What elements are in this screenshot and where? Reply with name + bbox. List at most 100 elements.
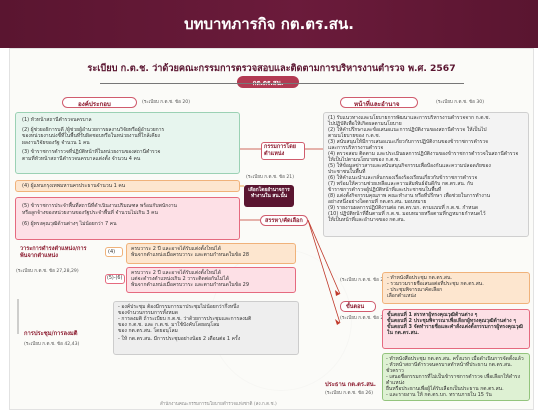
meeting-line: - การลงมติ ถ้าระเบียบ ก.ต.ช. ว่าด้วยการป…: [118, 316, 252, 322]
duty-item: ข้าราชการตำรวจผู้ปฏิบัติหน้าที่และประชาช…: [328, 187, 442, 193]
duty-item: (5) ให้ข้อมูลข่าวสารและสนับสนุนกิจกรรมเพ…: [328, 163, 491, 169]
term4-line: ครบวาระ 2 ปี และอาจได้รับแต่งตั้งใหม่ได้: [131, 246, 222, 252]
term56-line: แต่จะดำรงตำแหน่งเกิน 2 วาระติดต่อกันไม่ไ…: [131, 276, 229, 282]
composition-item: (1) หัวหน้าสถานีตำรวจนครบาล: [22, 117, 92, 123]
duty-tag: [340, 97, 418, 108]
qual-box: [382, 309, 530, 349]
term4-num: (4): [108, 249, 116, 255]
title-bar: บทบาทภารกิจ กต.ตร.สน.: [0, 0, 538, 48]
duty-item: ให้เป็นไปตามนโยบายของ ก.ต.ช.: [328, 157, 400, 163]
connector-line: [307, 219, 341, 295]
meeting-label: การประชุม/การลงมติ: [24, 331, 78, 337]
term56-num-box: [105, 274, 125, 284]
item4-text: (4) ผู้แทนกรุงเทพมหานครประธานจำนวน 1 คน: [22, 183, 126, 189]
items56-box: [15, 197, 240, 240]
meeting-line: - ให้ กต.ตร.สน. มีการประชุมอย่างน้อย 2 เ…: [118, 336, 241, 342]
duty-item: (8) แต่งตั้งกิจกรรมคุณภาพ คณะทำงาน หรือท…: [328, 193, 491, 199]
duty-ref: (ระเบียบ ก.ต.ช. ข้อ 30): [436, 100, 485, 105]
doc-footer: สำนักงานคณะกรรมการนโยบายตำรวจแห่งชาติ (ส…: [160, 402, 277, 407]
term56-line: พ้นจากตำแหน่งเมื่อครบวาระ และตามกำหนดในข…: [131, 282, 250, 288]
selection-box: [260, 215, 308, 226]
items56-item: (6) ผู้ทรงคุณวุฒิด้านต่างๆ ไม่น้อยกว่า 7…: [22, 221, 117, 228]
term56-line: ครบวาระ 2 ปี และอาจได้รับแต่งตั้งใหม่ได้: [131, 270, 222, 276]
selector-box: [244, 185, 294, 207]
duty-list: (1) รับแนวทางและนโยบายการพัฒนาและการบริห…: [328, 115, 528, 223]
chair-item: - ทำหนังสือประชุม กต.ตร.สน. ครั้งแรก เมื…: [386, 356, 524, 362]
duty-item: (9) รายงานผลการปฏิบัติงานต่อ กต.ตร.บก. ต…: [328, 205, 479, 211]
steps-ref: (ระเบียบ ก.ต.ช. ข้อ 23,24): [340, 278, 396, 283]
composition-ref: (ระเบียบ ก.ต.ช. ข้อ 20): [142, 100, 191, 105]
steps-item: เลือกตำแหน่ง: [387, 293, 417, 299]
items56-list: (5) ข้าราชการประจำพื้นที่สถานีที่ดำเนินง…: [22, 203, 237, 228]
qual-item: ขั้นตอนที่ 2 ประชุมพิจารณาเพื่อเลือกผู้ท…: [387, 318, 517, 324]
top-connector: [100, 83, 464, 84]
duty-item: และการบริหารงานตำรวจ: [328, 145, 384, 151]
arrow-head: [335, 290, 340, 296]
chair-box: [382, 353, 530, 401]
composition-box: [15, 112, 240, 174]
term4-line: พ้นจากตำแหน่งเมื่อครบวาระ และตามกำหนดในข…: [131, 252, 250, 258]
ex-officio-label: กรรมการโดยตำแหน่ง: [264, 144, 296, 157]
item4-box: [15, 180, 240, 192]
duty-item: (6) ให้คำแนะนำและกลั่นกรองเรื่องร้องเรีย…: [328, 175, 478, 181]
meeting-box: [113, 301, 299, 355]
composition-item: (2) ผู้ช่วยอธิการบดี /ผู้ช่วยผู้อำนวยการ…: [22, 126, 165, 133]
doc-tag: [237, 76, 299, 88]
chair-list: - ทำหนังสือประชุม กต.ตร.สน. ครั้งแรก เมื…: [386, 356, 528, 398]
middle-connectors: [17, 148, 341, 334]
duty-item: อย่างหนึ่งอย่างใดตามที่ กต.ตร.สน. มอบหมา…: [328, 199, 427, 205]
duty-item: (1) รับแนวทางและนโยบายการพัฒนาและการบริห…: [328, 115, 491, 121]
chair-item: ยื่นหรือประธานเพื่อผู้ได้รับเลือกเป็นประ…: [386, 386, 504, 392]
qual-item: ใน กต.ตร.สน.: [387, 330, 419, 336]
meeting-line: ของ ก.ต.ช. และ ก.ต.ช. มาใช้บังคับโดยอนุโ…: [118, 322, 220, 328]
composition-tag: [62, 97, 137, 108]
meeting-line: - องค์ประชุม ต้องมีกรรมการมาประชุมไม่น้อ…: [118, 304, 239, 310]
duty-item: (3) สนับสนุนให้มีการเสนอแนะเกี่ยวกับการป…: [328, 139, 489, 145]
qual-list: ขั้นตอนที่ 1 สรรหาผู้ทรงคุณวุฒิด้านต่าง …: [387, 312, 529, 336]
term56-lines: ครบวาระ 2 ปี และอาจได้รับแต่งตั้งใหม่ได้…: [131, 270, 249, 288]
duty-label: หน้าที่และอำนาจ: [354, 101, 400, 108]
steps-item: - ประชุมพิจารณาคัดเลือก: [387, 287, 443, 293]
meeting-lines: - องค์ประชุม ต้องมีกรรมการมาประชุมไม่น้อ…: [118, 304, 298, 342]
chair-ref: (ระเบียบ ก.ต.ช. ข้อ 26): [325, 391, 374, 396]
window-title: บทบาทภารกิจ กต.ตร.สน.: [184, 15, 354, 33]
selection-label: สรรหา/คัดเลือก: [265, 218, 303, 224]
steps-box: [382, 272, 530, 304]
composition-item: (3) ข้าราชการตำรวจที่ปฏิบัติหน้าที่ในหน่…: [22, 149, 161, 156]
meeting-ref: (ระเบียบ ก.ต.ช. ข้อ 42,43): [24, 342, 80, 347]
composition-item: ของหน่วยงานบ่งชี้ที่ในพื้นที่รับผิดชอบหร…: [22, 133, 160, 140]
ex-officio-box: [261, 142, 305, 160]
connector-line: [307, 219, 341, 324]
composition-list: (1) หัวหน้าสถานีตำรวจนครบาล (2) ผู้ช่วยอ…: [22, 117, 237, 163]
duty-item: (7) พร้อมให้ความช่วยเหลือและความสัมพันธ์…: [328, 181, 474, 187]
term-ref: (ระเบียบ ก.ต.ช. ข้อ 27,28,29): [16, 269, 79, 274]
chair-label: ประธาน กต.ตร.สน.: [325, 382, 376, 388]
duty-item: (4) ตรวจสอบ ติดตาม และประเมินผลการปฏิบัต…: [328, 151, 519, 157]
steps-tag: [340, 301, 376, 312]
document-canvas: ระเบียบ ก.ต.ช. ว่าด้วยคณะกรรมการตรวจสอบแ…: [9, 48, 534, 410]
steps-list: - ทำหนังสือประชุม กต.ตร.สน. - รวมรวมรายช…: [387, 275, 527, 299]
term56-box: [126, 267, 296, 293]
chair-item: - และรายงาน ให้ กต.ตร.บก. ทราบภายใน 15 ว…: [386, 392, 492, 398]
duty-item: ไปปฏิบัติเพื่อให้เกิดผลตามนโยบาย: [328, 121, 402, 127]
chair-item: - หัวหน้าสถานีตำรวจนครบาลทำหน้าที่ประธาน…: [386, 362, 513, 374]
duty-item: ให้เป็นหน้าที่และอำนาจของ กต.สน.: [328, 217, 406, 223]
term-label: วาระการดำรงตำแหน่ง/การพ้นจากตำแหน่ง: [20, 246, 87, 259]
selector-text: เลือกโดยอำนาจการทำงานใน สน.นั้น: [248, 188, 290, 199]
ex-officio-ref: (ระเบียบ ก.ต.ช. ข้อ 21): [246, 175, 295, 180]
term4-lines: ครบวาระ 2 ปี และอาจได้รับแต่งตั้งใหม่ได้…: [131, 246, 249, 258]
composition-item: ตามที่หัวหน้าสถานีตำรวจนครบาลแต่งตั้ง จำ…: [22, 155, 141, 162]
arrow-head: [335, 319, 340, 325]
meeting-line: ของ กต.ตร.สน. โดยอนุโลม: [118, 328, 178, 334]
term56-num: (5)-(6): [107, 276, 123, 281]
composition-item: ผลงานวิจัยของรัฐ จำนวน 1 คน: [22, 139, 90, 146]
duty-item: (2) ให้คำปรึกษาและข้อเสนอแนะการปฏิบัติงา…: [328, 127, 487, 133]
doc-heading: ระเบียบ ก.ต.ช. ว่าด้วยคณะกรรมการตรวจสอบแ…: [87, 63, 456, 74]
qual-ref: (ระเบียบ ก.ต.ช. ข้อ 23,25): [340, 316, 396, 321]
duty-item: (10) ปฏิบัติหน้าที่อื่นตามที่ ก.ต.ช. มอบ…: [328, 211, 486, 217]
steps-item: - รวมรวมรายชื่อเสนอต่อที่ประชุม กต.ตร.สน…: [387, 281, 484, 287]
duty-item: ประชาชนในพื้นที่: [328, 169, 366, 175]
term4-box: [126, 243, 296, 264]
duty-item: ตามนโยบายของ ก.ต.ช.: [328, 133, 381, 139]
